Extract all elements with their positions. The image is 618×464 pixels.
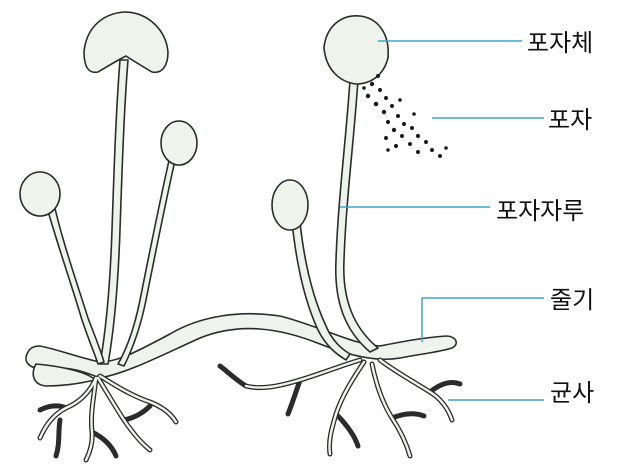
label-sporangiophore: 포자자루: [496, 199, 584, 223]
leader-stolon: [422, 298, 544, 342]
right-sporangium-cap: [324, 16, 388, 84]
left-sporangium-small-2: [161, 121, 197, 165]
right-tall-stalk: [336, 80, 378, 352]
spores: [362, 74, 448, 158]
right-rhizoids: [220, 360, 460, 456]
left-rhizoids: [40, 376, 176, 460]
left-side-stalk-2: [118, 156, 176, 366]
label-stolon: 줄기: [550, 288, 594, 312]
label-spore: 포자: [548, 108, 592, 132]
left-sporangium-small-1: [20, 172, 60, 216]
left-tall-stalk: [100, 60, 128, 364]
label-rhizoid: 균사: [550, 381, 594, 405]
label-sporangium: 포자체: [527, 31, 593, 55]
left-side-stalk-1: [46, 204, 104, 364]
right-sporangium-small: [272, 180, 308, 230]
